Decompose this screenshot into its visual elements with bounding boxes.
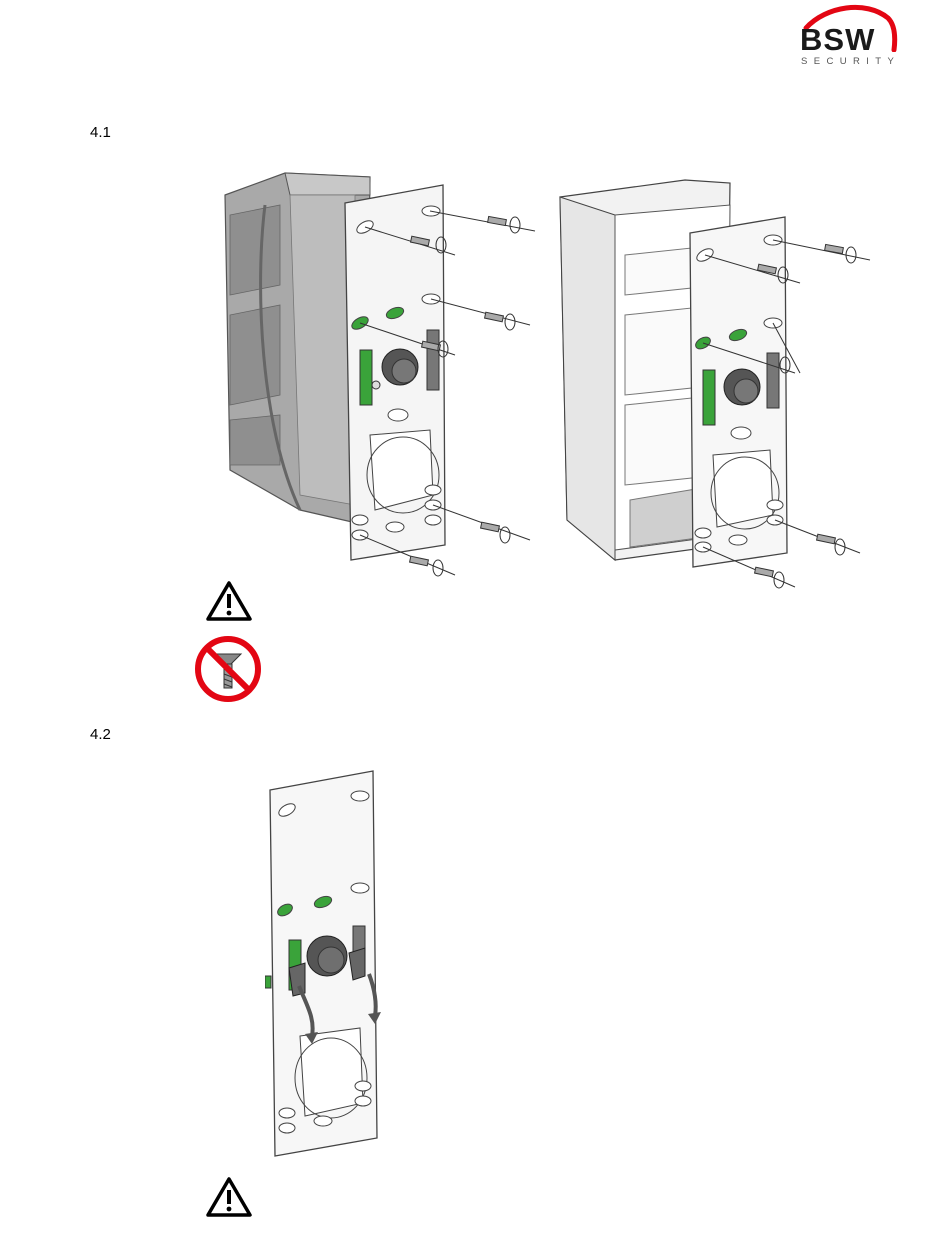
section-number-4-1: 4.1: [90, 124, 111, 141]
figure-flush-box-mounting: [205, 165, 550, 585]
figure-surface-box-mounting: [555, 175, 875, 595]
section-number-4-2: 4.2: [90, 726, 111, 743]
brand-tagline: SECURITY: [801, 56, 900, 67]
warning-triangle-icon: [205, 1176, 253, 1218]
brand-logo: BSW SECURITY: [796, 2, 900, 68]
warning-triangle-icon: [205, 580, 253, 622]
brand-name: BSW: [800, 22, 875, 58]
figure-plate-clips-released: [265, 768, 383, 1160]
no-countersunk-screw-icon: [193, 634, 263, 704]
